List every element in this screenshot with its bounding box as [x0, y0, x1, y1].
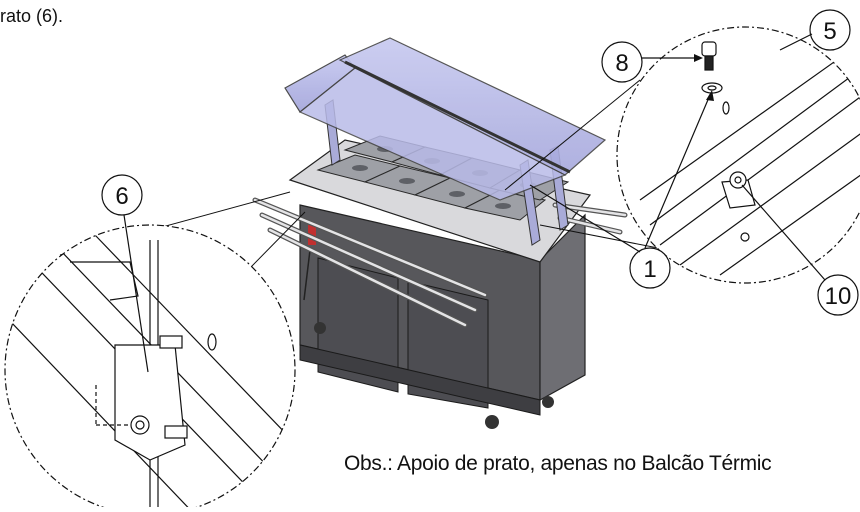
- callout-1-bubble: [629, 247, 671, 289]
- callout-8-bubble: [601, 41, 643, 83]
- wheel: [542, 396, 554, 408]
- callout-10-bubble: [817, 274, 859, 316]
- callout-6-leader: [123, 214, 149, 373]
- thermal-counter: [252, 37, 628, 429]
- cabinet-base: [299, 344, 541, 416]
- callout-5-leader: [779, 33, 813, 51]
- caption-top: rato (6).: [0, 6, 64, 26]
- leader-line: [504, 79, 641, 191]
- callout-1-leader: [529, 184, 641, 253]
- callout-1: 1: [643, 256, 656, 283]
- callout-10-leader: [741, 184, 826, 281]
- callout-5-bubble: [809, 9, 851, 51]
- observation-note: Obs.: Apoio de prato, apenas no Balcão T…: [344, 452, 772, 475]
- callout-1-leader: [644, 94, 711, 249]
- canopy-ridge: [344, 60, 571, 174]
- tray-rails-highlight: [253, 198, 627, 327]
- callout-10: 10: [825, 283, 852, 310]
- canopy-glass-front: [298, 67, 567, 201]
- arrow-head: [706, 90, 714, 101]
- callout-5: 5: [823, 18, 836, 45]
- detail-circle-left: 6: [4, 174, 306, 512]
- callout-6-bubble: [101, 174, 143, 216]
- wheel: [314, 322, 326, 334]
- callout-1-group: 1: [529, 90, 714, 289]
- power-cord: [303, 249, 311, 301]
- leader-line: [249, 211, 306, 269]
- callout-8: 8: [615, 50, 628, 77]
- wheel: [485, 415, 499, 429]
- arrow-head: [694, 54, 703, 62]
- callout-6: 6: [115, 183, 128, 210]
- cabinet-side: [539, 213, 586, 402]
- detail-circle-right: 5 8 10: [504, 9, 860, 316]
